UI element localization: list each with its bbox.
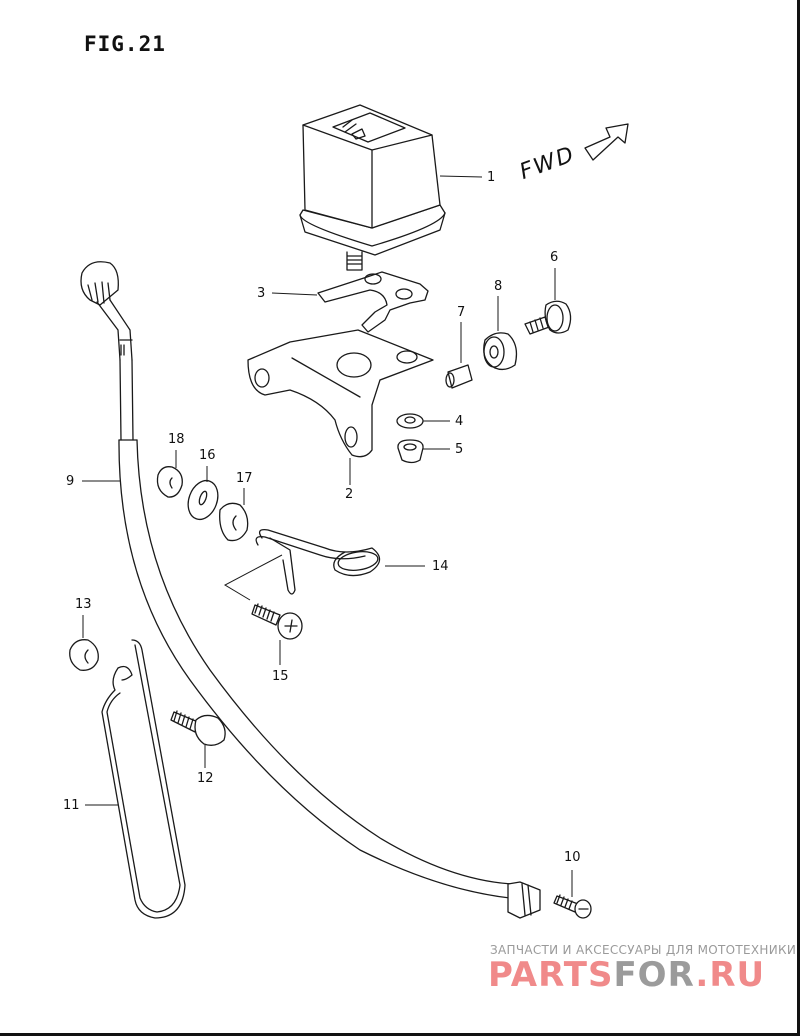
washer-part-16[interactable] [183, 476, 223, 523]
watermark-brand-part1: PARTS [488, 955, 614, 995]
callout-16[interactable]: 16 [199, 448, 216, 463]
relay-part-1[interactable] [299, 104, 446, 271]
nut-part-5[interactable] [397, 439, 424, 464]
bracket-part-2[interactable] [247, 329, 434, 458]
callout-10[interactable]: 10 [564, 850, 581, 865]
leader-line-3 [271, 292, 318, 296]
spacer-part-7[interactable] [445, 364, 473, 389]
callout-5[interactable]: 5 [455, 442, 464, 457]
callout-4[interactable]: 4 [455, 414, 464, 429]
nut-part-13[interactable] [69, 639, 99, 671]
forward-arrow-icon [584, 123, 629, 161]
callout-11[interactable]: 11 [63, 798, 80, 813]
callout-13[interactable]: 13 [75, 597, 92, 612]
callout-9[interactable]: 9 [66, 474, 75, 489]
cushion-part-8[interactable] [483, 332, 518, 371]
screw-part-10[interactable] [553, 894, 592, 919]
cable-part-9[interactable] [80, 261, 541, 919]
callout-1[interactable]: 1 [487, 170, 496, 185]
washer-part-4[interactable] [396, 413, 424, 429]
watermark-brand-part3: .RU [695, 955, 766, 995]
callout-7[interactable]: 7 [457, 305, 466, 320]
leader-line-1 [439, 175, 483, 178]
callout-3[interactable]: 3 [257, 286, 266, 301]
screw-part-15[interactable] [251, 603, 303, 640]
callout-6[interactable]: 6 [550, 250, 559, 265]
nut-part-17[interactable] [219, 502, 249, 542]
callout-14[interactable]: 14 [432, 559, 449, 574]
callout-17[interactable]: 17 [236, 471, 253, 486]
callout-18[interactable]: 18 [168, 432, 185, 447]
figure-title: FIG.21 [84, 32, 166, 56]
terminal-plate-part-3[interactable] [317, 271, 429, 333]
callout-2[interactable]: 2 [345, 487, 354, 502]
spring-clip-part-14[interactable] [255, 529, 381, 595]
page-border-right [797, 0, 800, 1036]
assembly-indicator-line [223, 554, 283, 601]
callout-8[interactable]: 8 [494, 279, 503, 294]
callout-12[interactable]: 12 [197, 771, 214, 786]
watermark-brand-part2: FOR [613, 955, 696, 995]
wire-clamp-part-11[interactable] [101, 639, 186, 919]
watermark-subtitle: ЗАПЧАСТИ И АКСЕССУАРЫ ДЛЯ МОТОТЕХНИКИ [490, 943, 797, 957]
watermark-brand[interactable]: PARTSFOR.RU [488, 955, 765, 995]
bolt-part-6[interactable] [524, 300, 572, 335]
bolt-part-12[interactable] [170, 710, 226, 746]
page-border-bottom [0, 1033, 800, 1036]
callout-15[interactable]: 15 [272, 669, 289, 684]
nut-part-18[interactable] [156, 466, 183, 498]
